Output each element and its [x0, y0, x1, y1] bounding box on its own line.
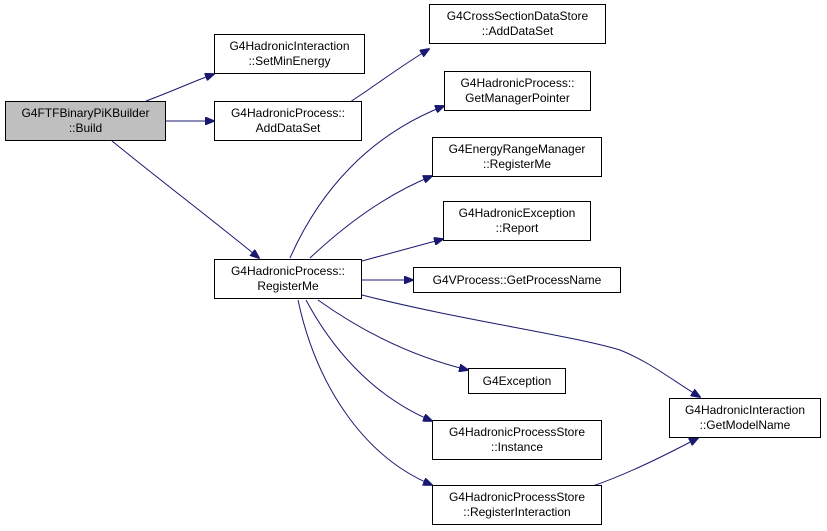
node-g4hadronicprocess-registerme[interactable]: G4HadronicProcess:: RegisterMe [214, 259, 362, 299]
node-label-line1: G4CrossSectionDataStore [446, 9, 589, 23]
node-g4ftfbinarypikbuilder-build: G4FTFBinaryPiKBuilder ::Build [5, 101, 166, 141]
edge-registerme-getmodelname [361, 294, 700, 397]
edge-registerme-instance [305, 299, 432, 421]
node-label-line1: G4HadronicProcess:: [460, 76, 575, 90]
edge-registerinteraction-getmodelname [589, 438, 698, 488]
node-label-line1: G4VProcess::GetProcessName [432, 272, 602, 287]
node-label-line1: G4HadronicInteraction [684, 403, 806, 417]
node-label-line1: G4EnergyRangeManager [448, 142, 586, 156]
edge-registerme-registerinteraction [297, 299, 432, 485]
node-label-line2: ::Build [68, 121, 103, 135]
node-g4hadronicprocess-getmanagerpointer[interactable]: G4HadronicProcess:: GetManagerPointer [444, 71, 591, 111]
edge-registerme-getmanagerpointer [289, 106, 444, 259]
node-label-line2: ::GetModelName [699, 418, 791, 432]
node-g4hadronicprocessstore-registerinteraction[interactable]: G4HadronicProcessStore ::RegisterInterac… [432, 485, 602, 525]
node-label-line2: ::RegisterMe [482, 157, 552, 171]
node-label-line2: AddDataSet [255, 121, 321, 135]
node-label-line2: ::Instance [490, 440, 544, 454]
node-label-line1: G4FTFBinaryPiKBuilder [21, 106, 150, 120]
node-label-line1: G4HadronicProcessStore [448, 425, 586, 439]
edge-build-setminenergy [145, 74, 214, 102]
node-label-line2: ::RegisterInteraction [463, 505, 571, 519]
node-label-line1: G4HadronicProcessStore [448, 490, 586, 504]
edge-build-registerme [111, 140, 259, 258]
node-g4crosssectiondatastore-adddataset[interactable]: G4CrossSectionDataStore ::AddDataSet [429, 4, 606, 44]
node-g4exception[interactable]: G4Exception [468, 368, 566, 394]
node-label-line2: ::Report [495, 221, 539, 235]
edge-adddataset-storeadd [349, 49, 429, 103]
node-g4energyrangemanager-registerme[interactable]: G4EnergyRangeManager ::RegisterMe [432, 137, 602, 177]
node-label-line2: ::AddDataSet [481, 24, 554, 38]
edge-registerme-erm [309, 176, 432, 259]
node-label-line2: GetManagerPointer [465, 91, 570, 105]
node-g4hadronicprocess-adddataset[interactable]: G4HadronicProcess:: AddDataSet [214, 101, 362, 141]
node-g4hadronicexception-report[interactable]: G4HadronicException ::Report [443, 201, 591, 241]
node-label-line2: RegisterMe [257, 279, 319, 293]
edge-registerme-exception [317, 299, 468, 370]
node-g4vprocess-getprocessname[interactable]: G4VProcess::GetProcessName [413, 267, 621, 293]
node-label-line1: G4HadronicException [458, 206, 576, 220]
node-label-line1: G4HadronicProcess:: [230, 264, 346, 278]
node-g4hadronicinteraction-setminenergy[interactable]: G4HadronicInteraction ::SetMinEnergy [214, 34, 365, 74]
node-label-line2: ::SetMinEnergy [248, 54, 331, 68]
node-g4hadronicprocessstore-instance[interactable]: G4HadronicProcessStore ::Instance [432, 420, 602, 460]
node-label-line1: G4HadronicProcess:: [230, 106, 346, 120]
edge-registerme-report [361, 239, 443, 262]
node-g4hadronicinteraction-getmodelname[interactable]: G4HadronicInteraction ::GetModelName [669, 398, 821, 438]
node-label-line1: G4Exception [482, 373, 552, 388]
node-label-line1: G4HadronicInteraction [229, 39, 350, 53]
